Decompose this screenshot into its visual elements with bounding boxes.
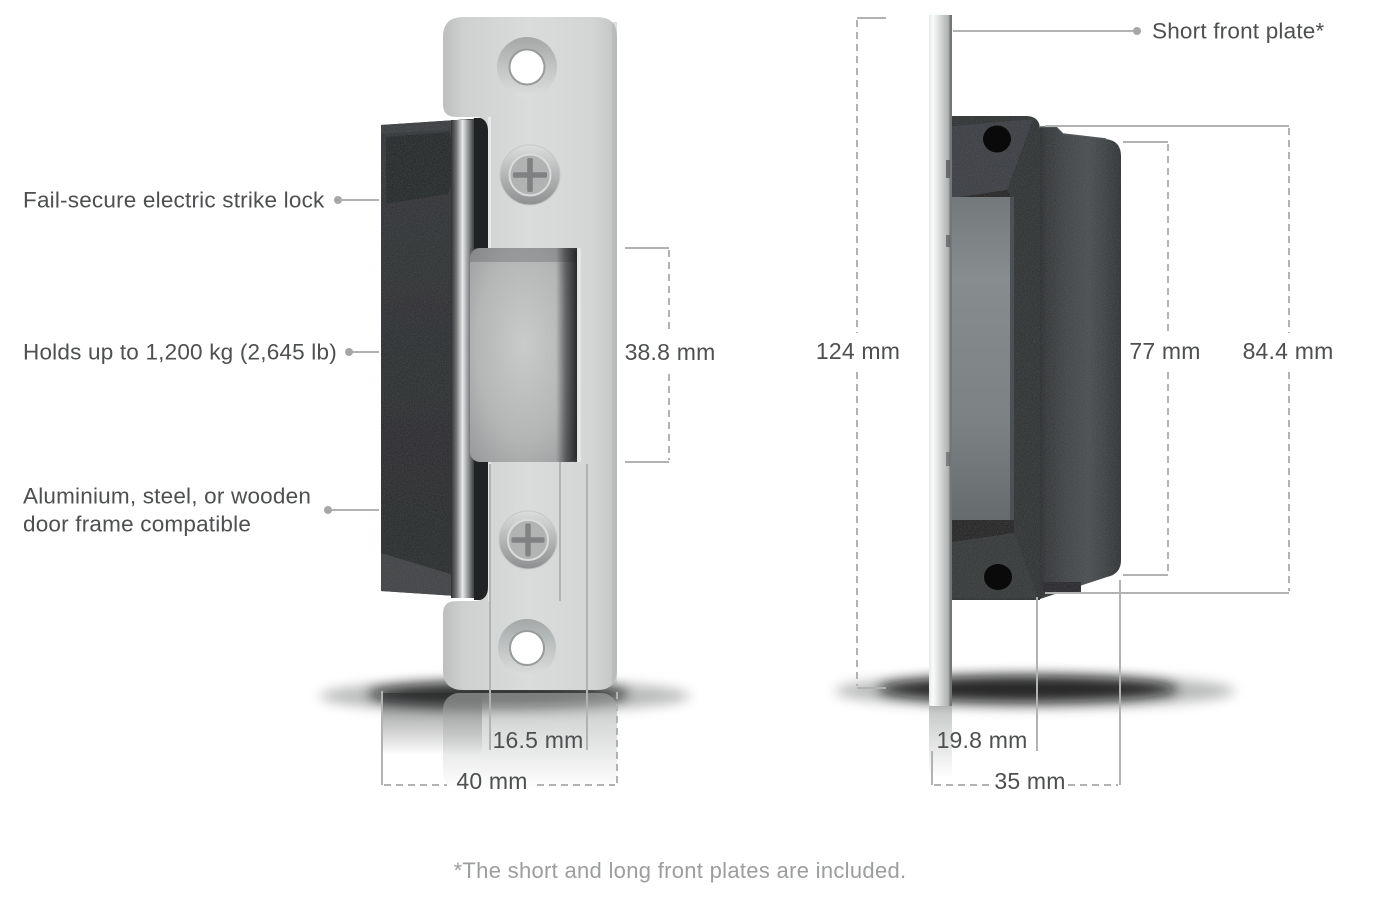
- dim-label-total-height: 84.4 mm: [1242, 338, 1334, 365]
- keeper-pocket: [470, 248, 581, 601]
- leader-dot: [1133, 27, 1141, 35]
- callout-fail-secure: Fail-secure electric strike lock: [23, 187, 325, 213]
- callout-frame-compatible-line1: Aluminium, steel, or wooden: [23, 483, 312, 509]
- dim-35-verticals: [931, 580, 1121, 785]
- dim-label-keeper-height: 38.8 mm: [624, 339, 716, 366]
- dim-label-body-height: 77 mm: [1129, 338, 1201, 365]
- front-plate-side: [929, 12, 952, 706]
- keeper-metal-edge: [451, 120, 474, 598]
- side-view-strike-lock: [929, 12, 1121, 706]
- dim-label-keeper-depth: 19.8 mm: [936, 727, 1028, 754]
- callout-leader-lines: [324, 27, 1141, 514]
- dim-84-4-ticks: [1045, 125, 1289, 594]
- callout-short-front-plate: Short front plate*: [1152, 18, 1325, 44]
- mounting-hole-bottom: [498, 619, 556, 677]
- flange-hole-top: [983, 125, 1011, 153]
- dim-label-total-depth: 35 mm: [994, 768, 1066, 795]
- dim-label-keeper-width: 16.5 mm: [492, 727, 584, 754]
- leader-dot: [345, 348, 353, 356]
- callout-frame-compatible-line2: door frame compatible: [23, 511, 252, 537]
- dim-40-dashed: [384, 692, 618, 786]
- dim-16-5-extent: [489, 464, 588, 750]
- screw-top: [499, 144, 561, 206]
- leader-dot: [334, 196, 342, 204]
- plate-right-shade: [612, 22, 617, 685]
- mounting-hole-top: [497, 37, 557, 97]
- dim-label-total-width: 40 mm: [456, 768, 528, 795]
- dim-label-plate-height: 124 mm: [815, 338, 901, 365]
- phillips-slot-v: [527, 158, 533, 192]
- dimension-lines: [381, 17, 1290, 786]
- dim-77-ticks: [1123, 141, 1168, 576]
- flange-hole-bottom: [984, 564, 1012, 590]
- dim-38-8-ticks: [625, 247, 669, 463]
- side-view-shadow-reflection: [835, 674, 1235, 778]
- callout-holding-force: Holds up to 1,200 kg (2,645 lb): [23, 339, 337, 365]
- lock-body-side: [1040, 126, 1121, 599]
- footnote: *The short and long front plates are inc…: [453, 857, 907, 883]
- front-view-strike-lock: [381, 17, 617, 690]
- leader-dot: [324, 506, 332, 514]
- dim-124-ticks: [857, 17, 886, 689]
- phillips-slot-v: [525, 523, 531, 557]
- keeper-body-edge: [1010, 197, 1014, 520]
- screw-bottom: [498, 510, 558, 570]
